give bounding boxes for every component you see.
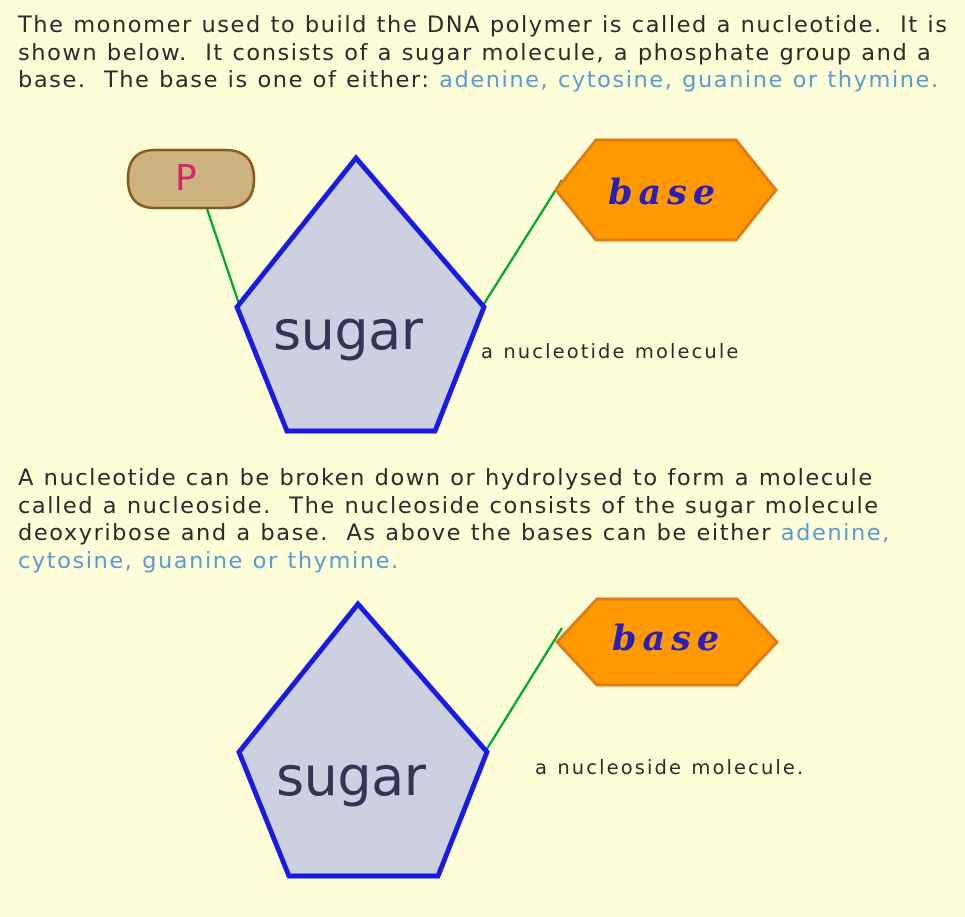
nucleoside-paragraph-lead: A nucleotide can be broken down or hydro… bbox=[18, 465, 889, 546]
nucleoside-base-names: adenine, cytosine, guanine or thymine. bbox=[18, 520, 900, 574]
nucleoside-caption: a nucleoside molecule. bbox=[535, 756, 806, 779]
sugar-label-bottom: sugar bbox=[276, 745, 426, 808]
nucleoside-paragraph: A nucleotide can be broken down or hydro… bbox=[18, 465, 958, 575]
nucleotide-caption: a nucleotide molecule bbox=[481, 340, 741, 363]
phosphate-shape bbox=[126, 148, 256, 210]
bond-sugar-base-bottom bbox=[483, 627, 564, 753]
intro-paragraph: The monomer used to build the DNA polyme… bbox=[18, 12, 958, 95]
intro-base-names: adenine, cytosine, guanine or thymine. bbox=[439, 67, 940, 93]
base-hexagon-bottom bbox=[554, 597, 780, 687]
bond-sugar-base-top bbox=[480, 179, 564, 308]
bond-phosphate-sugar bbox=[194, 175, 242, 308]
base-label-top: base bbox=[608, 172, 722, 213]
phosphate-label: P bbox=[175, 158, 197, 199]
sugar-pentagon-top bbox=[234, 154, 487, 434]
intro-paragraph-lead: The monomer used to build the DNA polyme… bbox=[18, 12, 958, 93]
base-label-bottom: base bbox=[612, 618, 726, 659]
sugar-label-top: sugar bbox=[273, 299, 423, 362]
base-hexagon-top bbox=[554, 138, 778, 242]
sugar-pentagon-bottom bbox=[236, 600, 490, 879]
